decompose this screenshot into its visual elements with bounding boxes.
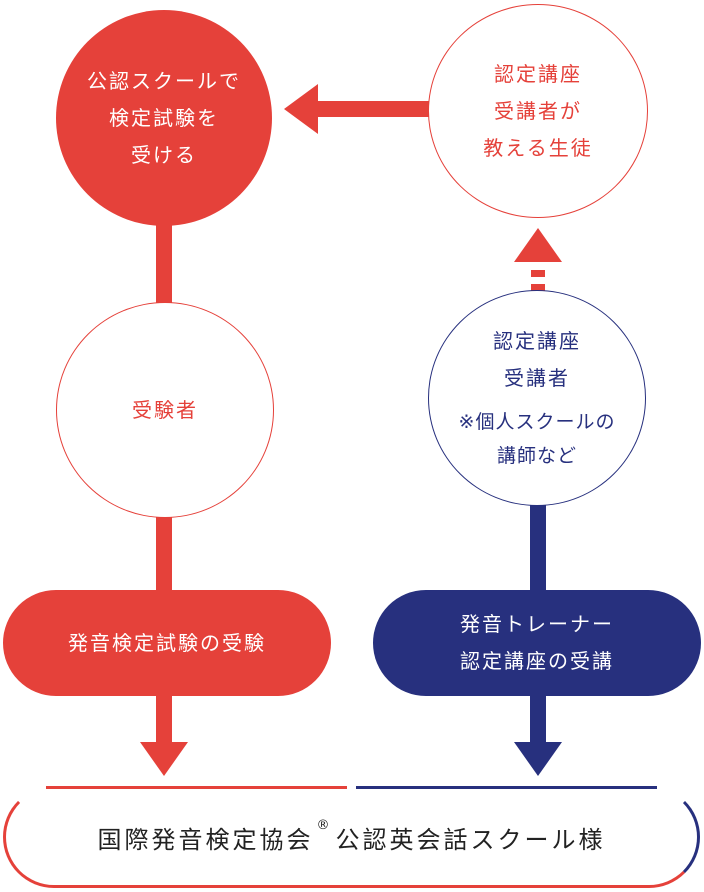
partner-school-box: 国際発音検定協会 ® 公認英会話スクール様 (3, 786, 700, 888)
arrow-dash-1 (531, 270, 545, 277)
course-taker-line-2: 受講者 (504, 366, 570, 390)
taught-students-line-2: 受講者が (494, 98, 582, 123)
arrow-head-exam-to-bottom (140, 742, 188, 776)
taught-students-circle: 認定講座 受講者が 教える生徒 (428, 4, 648, 218)
association-name: 国際発音検定協会 (97, 825, 314, 854)
exam-pill: 発音検定試験の受験 (3, 590, 331, 696)
exam-at-school-line-1: 公認スクールで (87, 68, 241, 93)
course-taker-line-1: 認定講座 (493, 329, 581, 353)
arrow-shaft-student-to-exam (316, 101, 432, 117)
course-taker-circle: 認定講座 受講者 ※個人スクールの 講師など (428, 290, 646, 506)
arrow-shaft-trainer-to-bottom (530, 694, 546, 744)
partner-school-label: 公認英会話スクール様 (335, 825, 606, 854)
exam-at-school-line-3: 受ける (131, 142, 197, 167)
course-taker-note-line-1: ※個人スクールの (458, 411, 616, 433)
arrow-shaft-exam-to-bottom (156, 694, 172, 744)
exam-at-school-line-2: 検定試験を (109, 105, 219, 130)
trainer-course-pill: 発音トレーナー 認定講座の受講 (373, 590, 701, 696)
taught-students-line-3: 教える生徒 (483, 135, 593, 160)
arrow-head-trainer-to-bottom (514, 742, 562, 776)
trainer-pill-line-1: 発音トレーナー (460, 612, 614, 636)
arrow-head-course-to-student (514, 228, 562, 262)
partner-school-text: 国際発音検定協会 ® 公認英会話スクール様 (97, 817, 606, 855)
connector-top-circle-to-examinee (156, 210, 172, 306)
exam-at-school-circle: 公認スクールで 検定試験を 受ける (56, 10, 272, 226)
connector-course-to-trainer-pill (530, 500, 546, 592)
examinee-circle: 受験者 (56, 302, 274, 518)
course-taker-note-line-2: 講師など (496, 445, 577, 467)
examinee-label: 受験者 (132, 397, 198, 422)
trainer-pill-line-2: 認定講座の受講 (460, 649, 614, 673)
arrow-head-student-to-exam (284, 84, 318, 134)
arrow-dash-2 (531, 284, 545, 291)
connector-examinee-to-exam-pill (156, 516, 172, 592)
taught-students-line-1: 認定講座 (494, 61, 582, 86)
registered-mark: ® (316, 817, 333, 833)
exam-pill-label: 発音検定試験の受験 (68, 630, 266, 655)
